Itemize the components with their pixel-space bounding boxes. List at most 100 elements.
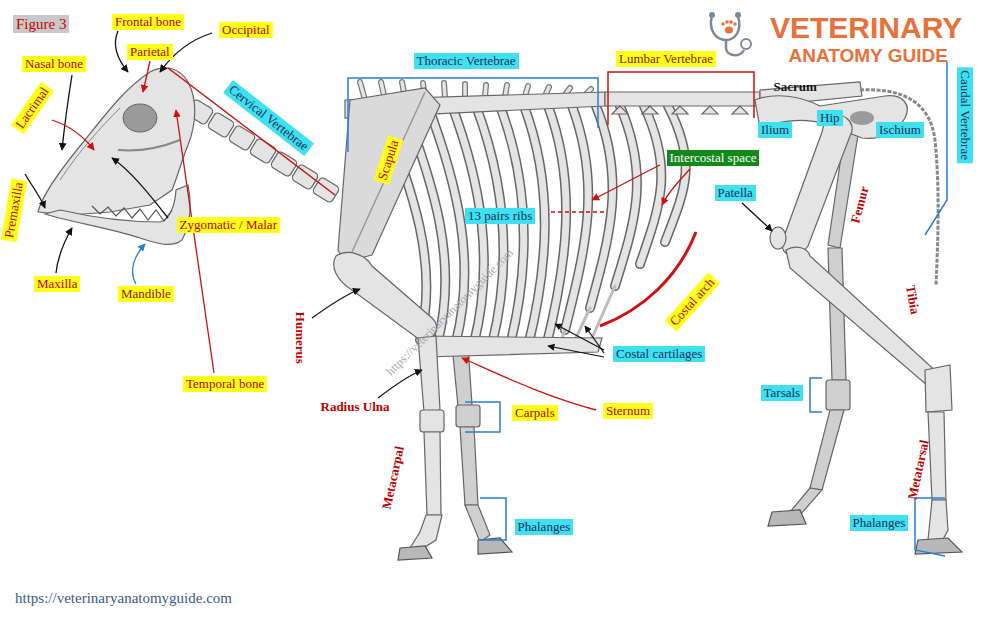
ribs	[665, 106, 686, 242]
spine	[612, 106, 748, 114]
far-legs	[768, 510, 806, 526]
front-near-leg	[424, 432, 441, 515]
far-legs	[460, 427, 478, 505]
far-legs	[826, 380, 850, 410]
front-near-leg	[352, 92, 425, 252]
leader-lines	[25, 31, 947, 556]
bone-label: Phalanges	[515, 519, 574, 535]
front-near-leg	[410, 515, 442, 550]
bone-label: Nasal bone	[22, 56, 86, 72]
spine	[605, 92, 760, 106]
label-text: Hip	[820, 110, 840, 126]
label-text: Zygomatic / Malar	[180, 217, 277, 233]
leader-lines	[548, 346, 604, 357]
ribs	[380, 106, 686, 347]
leader-lines	[585, 326, 604, 353]
label-text: Occipital	[222, 22, 270, 38]
label-text: Premaxilla	[1, 181, 27, 239]
label-text: Ilium	[761, 122, 789, 138]
label-text: 13 pairs ribs	[468, 208, 532, 224]
bone-name: Tibia	[902, 284, 922, 316]
far-legs	[465, 505, 490, 542]
hind-near-leg	[782, 114, 852, 255]
leader-lines	[312, 289, 360, 318]
bone-name: Femur	[847, 185, 872, 225]
leader-lines	[133, 244, 145, 284]
ribs	[565, 106, 588, 330]
hind-near-leg	[786, 247, 940, 386]
leader-lines	[480, 498, 506, 540]
front-near-leg	[420, 410, 444, 432]
bone-label: Sternum	[603, 403, 653, 419]
logo-text: VETERINARY	[770, 10, 962, 46]
ribs	[524, 106, 545, 346]
leader-lines	[465, 402, 500, 432]
label-text: Sternum	[606, 403, 650, 419]
label-text: Patella	[718, 185, 753, 201]
skull	[118, 140, 180, 151]
leader-lines	[550, 211, 604, 212]
bone-label: Caudal Vertebrae	[957, 67, 973, 163]
skull	[38, 68, 195, 245]
leader-lines	[62, 75, 72, 150]
logo-icon	[709, 12, 751, 55]
leader-lines	[742, 203, 772, 231]
front-near-leg	[334, 253, 437, 341]
bone-label: Phalanges	[850, 515, 909, 531]
skull	[123, 104, 157, 132]
logo-text: ANATOMY GUIDE	[789, 45, 948, 68]
bone-label: Parietal	[127, 44, 173, 60]
ribs	[590, 106, 613, 308]
logo-icon	[735, 12, 741, 18]
bone-label: Hip	[817, 110, 843, 126]
label-text: Frontal bone	[115, 14, 181, 30]
label-text: Nasal bone	[25, 56, 83, 72]
logo-icon	[733, 22, 737, 26]
ribs	[560, 286, 615, 344]
bone-label: Carpals	[512, 405, 558, 421]
skull	[60, 108, 120, 180]
ribs	[615, 106, 637, 286]
leader-lines	[112, 158, 168, 218]
leader-lines	[56, 228, 72, 273]
label-text: Parietal	[130, 44, 170, 60]
bone-label: Premaxilla	[1, 178, 28, 242]
bone-name: Sacrum	[774, 79, 817, 95]
far-legs	[456, 405, 480, 427]
ribs	[546, 106, 566, 347]
ribs	[615, 106, 637, 286]
ribs	[500, 106, 524, 345]
bone-label: Lumbar Vertebrae	[616, 51, 716, 67]
leader-lines	[176, 110, 214, 373]
leader-lines	[555, 324, 604, 350]
ribs	[640, 106, 661, 264]
label-text: Ischium	[879, 122, 921, 138]
bone-label: Occipital	[219, 22, 273, 38]
label-text: Temporal bone	[186, 376, 264, 392]
bone-name: Metacarpal	[379, 445, 408, 511]
skull	[45, 185, 190, 244]
logo-icon	[741, 39, 751, 49]
label-text: Phalanges	[853, 515, 906, 531]
bone-label: Costal cartilages	[613, 346, 705, 362]
bone-label: Maxilla	[34, 276, 80, 292]
bone-label: Figure 3	[13, 15, 69, 34]
bone-label: Ilium	[758, 122, 792, 138]
ribs	[640, 106, 661, 264]
bone-label: 13 pairs ribs	[465, 208, 535, 224]
logo-icon	[721, 22, 725, 26]
bone-label: Temporal bone	[183, 376, 267, 392]
leader-lines	[662, 169, 690, 205]
leader-lines	[143, 61, 150, 92]
front-near-leg	[398, 546, 432, 560]
label-text: Mandible	[121, 286, 171, 302]
bone-label: Thoracic Vertebrae	[414, 53, 519, 69]
bone-label: Intercostal space	[667, 150, 760, 166]
bone-name: Humerus	[292, 312, 308, 364]
ribs	[524, 106, 545, 346]
label-text: Costal arch	[666, 275, 717, 330]
label-text: Maxilla	[37, 276, 77, 292]
